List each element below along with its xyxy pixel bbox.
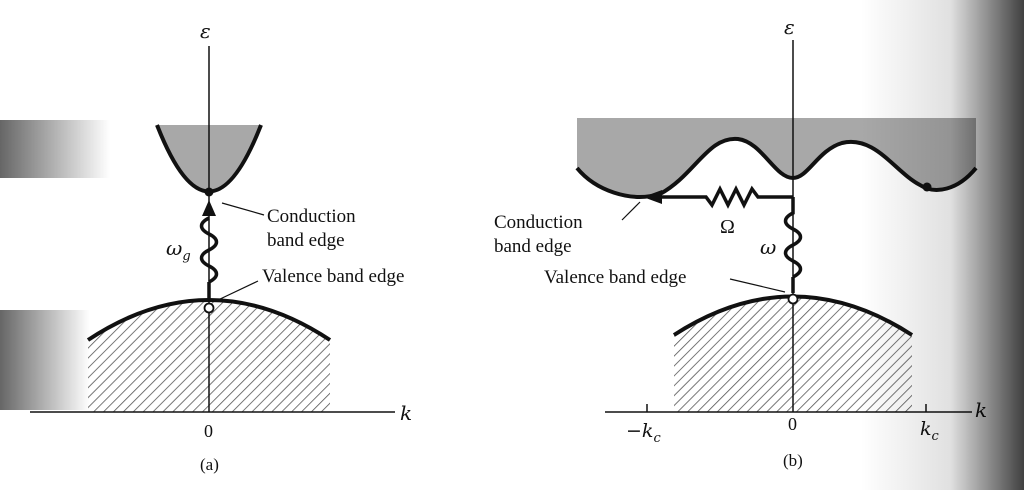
left-scan-band-1 bbox=[0, 120, 110, 178]
conduction-min-dot-a bbox=[204, 187, 214, 197]
valence-label-a: Valence band edge bbox=[262, 266, 404, 287]
conduction-label-a-line2: band edge bbox=[267, 230, 345, 251]
origin-label-b: 0 bbox=[788, 414, 797, 434]
origin-label-a: 0 bbox=[204, 421, 213, 441]
valence-max-hole-a bbox=[203, 302, 215, 314]
k-axis-label-a: k bbox=[400, 401, 412, 425]
photon-label-a: ωg bbox=[166, 236, 191, 264]
energy-axis-label-a: ε bbox=[200, 19, 211, 43]
phonon-path-b bbox=[662, 185, 793, 209]
photon-wave-a bbox=[199, 216, 219, 284]
conduction-label-b-line2: band edge bbox=[494, 236, 572, 257]
neg-kc-label: −kc bbox=[626, 420, 661, 446]
valence-leader-a bbox=[217, 280, 259, 301]
photon-arrowhead-a bbox=[202, 200, 216, 216]
valence-leader-b bbox=[729, 278, 786, 293]
phonon-label-b: Ω bbox=[720, 216, 735, 238]
conduction-label-b-line1: Conduction bbox=[494, 212, 583, 233]
conduction-label-a-line1: Conduction bbox=[267, 206, 356, 227]
photon-label-b: ω bbox=[760, 235, 776, 259]
right-page-shadow bbox=[860, 0, 1024, 490]
energy-axis-label-b: ε bbox=[784, 15, 795, 39]
conduction-leader-a bbox=[221, 202, 265, 216]
valence-max-hole-b bbox=[787, 293, 799, 305]
caption-a: (a) bbox=[200, 455, 219, 474]
valence-label-b: Valence band edge bbox=[544, 267, 686, 288]
left-scan-band-2 bbox=[0, 310, 90, 410]
phonon-arrowhead-b bbox=[643, 190, 662, 204]
conduction-leader-b bbox=[621, 201, 641, 221]
photon-wave-b bbox=[783, 197, 803, 279]
caption-b: (b) bbox=[783, 451, 803, 470]
panel-a: ε k 0 (a) ωg Conduction band edge Valenc… bbox=[30, 19, 412, 474]
